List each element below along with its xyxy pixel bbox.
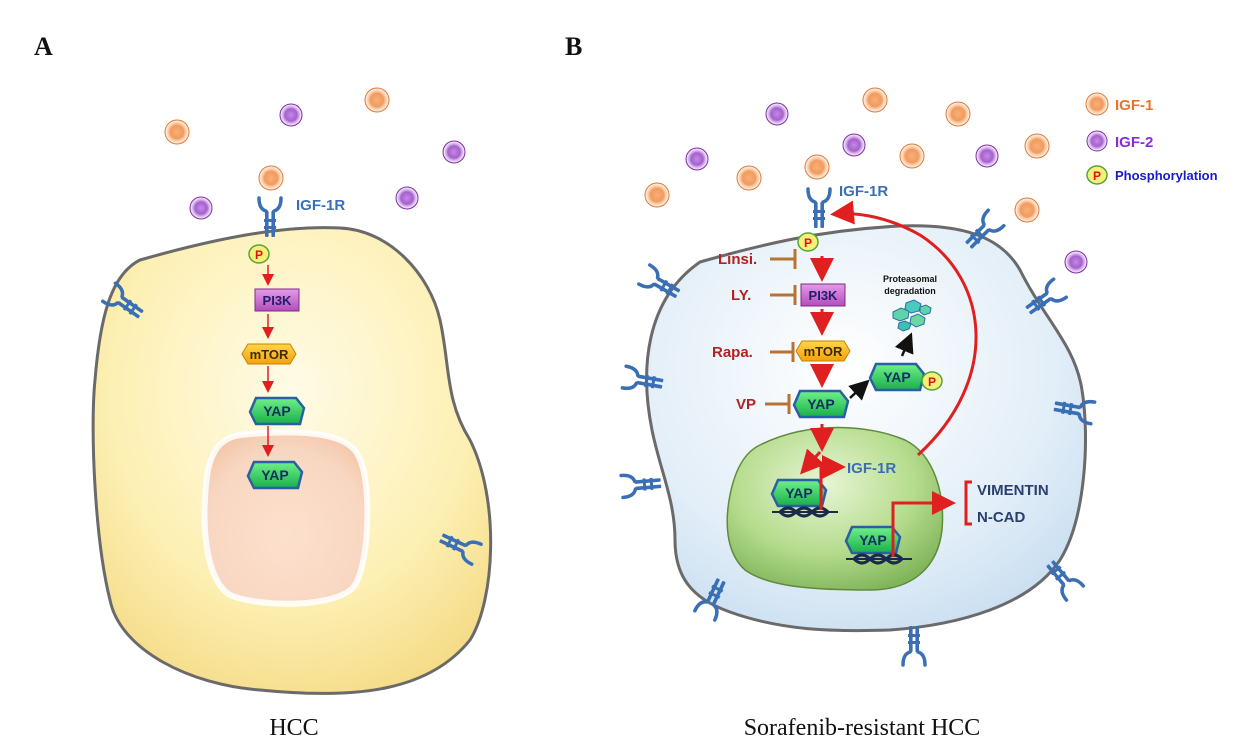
degradation-arrow — [894, 332, 914, 357]
target-genes-bracket — [964, 480, 972, 526]
svg-text:YAP: YAP — [263, 403, 291, 419]
degradation-arrow — [848, 379, 870, 401]
ligand-igf1 — [1014, 197, 1040, 223]
ligand-igf1 — [164, 119, 190, 145]
nuclear-igf1r-label: IGF-1R — [847, 460, 896, 477]
ligand-igf2 — [395, 186, 419, 210]
receptor-label: IGF-1R — [296, 197, 345, 214]
panel-b: B IGF-1R P — [565, 32, 1097, 741]
svg-text:mTOR: mTOR — [804, 344, 843, 359]
svg-text:IGF-2: IGF-2 — [1115, 134, 1153, 151]
ligand-igf1 — [804, 154, 830, 180]
svg-text:PI3K: PI3K — [263, 293, 293, 308]
svg-text:IGF-1: IGF-1 — [1115, 97, 1153, 114]
vimentin-label: VIMENTIN — [977, 482, 1049, 499]
svg-text:YAP: YAP — [261, 467, 289, 483]
ligand-igf1 — [899, 143, 925, 169]
svg-text:PI3K: PI3K — [809, 288, 839, 303]
panel-a-letter: A — [34, 32, 53, 61]
panel-b-letter: B — [565, 32, 582, 61]
ligand-igf2 — [189, 196, 213, 220]
yap-node: YAP — [792, 389, 850, 419]
ligand-igf1 — [945, 101, 971, 127]
legend: IGF-1 IGF-2 P Phosphorylation — [1085, 92, 1218, 185]
svg-text:P: P — [1093, 169, 1101, 183]
svg-text:Linsi.: Linsi. — [718, 251, 757, 268]
receptor-label: IGF-1R — [839, 183, 888, 200]
legend-item-igf2: IGF-2 — [1086, 130, 1153, 152]
ligand-igf2 — [765, 102, 789, 126]
nuclear-import-arrow — [800, 448, 825, 475]
yap-phospho-node: YAP P — [868, 362, 943, 392]
proteasomal-label: Proteasomal — [883, 274, 937, 284]
panel-a-caption: HCC — [269, 715, 318, 741]
svg-text:LY.: LY. — [731, 287, 751, 304]
nucleus-b — [726, 426, 944, 591]
transcription-arrow — [819, 455, 846, 510]
panel-a: A IGF-1R P PI3K — [34, 32, 493, 741]
inhibitor-rapamycin: Rapa. — [712, 342, 795, 362]
pi3k-node: PI3K — [800, 283, 846, 307]
mtor-node: mTOR — [241, 343, 297, 365]
svg-text:YAP: YAP — [785, 485, 813, 501]
ligand-igf2 — [975, 144, 999, 168]
yap-nuclear-node-2: YAP — [844, 525, 902, 555]
mtor-node: mTOR — [795, 340, 851, 362]
svg-text:P: P — [255, 248, 263, 262]
ligand-igf1 — [736, 165, 762, 191]
ligand-igf2 — [842, 133, 866, 157]
yap-nuclear-node: YAP — [246, 460, 304, 490]
inhibitor-ly294002: LY. — [731, 285, 797, 305]
feedback-arrow — [830, 200, 978, 457]
panel-b-caption: Sorafenib-resistant HCC — [744, 715, 981, 741]
ligand-igf1 — [644, 182, 670, 208]
svg-text:Phosphorylation: Phosphorylation — [1115, 168, 1218, 183]
ligand-igf2 — [1064, 250, 1088, 274]
ligand-igf2 — [279, 103, 303, 127]
proteasome-fragments-icon — [892, 299, 932, 332]
yap-nuclear-node: YAP — [770, 478, 828, 508]
ligand-igf1 — [258, 165, 284, 191]
ligand-igf1 — [1024, 133, 1050, 159]
inhibitor-verteporfin: VP — [736, 394, 791, 414]
phospho-icon: P — [797, 232, 819, 252]
svg-text:mTOR: mTOR — [250, 347, 289, 362]
ligand-igf2 — [685, 147, 709, 171]
svg-text:P: P — [804, 236, 812, 250]
svg-text:YAP: YAP — [883, 369, 911, 385]
transcription-arrow — [891, 491, 956, 557]
receptor-icon — [806, 187, 832, 230]
legend-item-phosphorylation: P Phosphorylation — [1086, 165, 1218, 185]
svg-text:YAP: YAP — [859, 532, 887, 548]
ncad-label: N-CAD — [977, 509, 1025, 526]
degradation-label: degradation — [884, 286, 936, 296]
yap-node: YAP — [248, 396, 306, 426]
legend-item-igf1: IGF-1 — [1085, 92, 1153, 116]
svg-text:VP: VP — [736, 396, 756, 413]
svg-text:Rapa.: Rapa. — [712, 344, 753, 361]
ligand-igf2 — [442, 140, 466, 164]
membrane-receptor-icon — [619, 470, 664, 500]
svg-text:P: P — [928, 375, 936, 389]
ligand-igf1 — [862, 87, 888, 113]
phospho-icon: P — [248, 244, 270, 264]
pi3k-node: PI3K — [254, 288, 300, 312]
nucleus-a — [201, 429, 371, 607]
ligand-igf1 — [364, 87, 390, 113]
inhibitor-linsitinib: Linsi. — [718, 249, 797, 269]
membrane-receptor-icon — [901, 624, 927, 667]
svg-text:YAP: YAP — [807, 396, 835, 412]
